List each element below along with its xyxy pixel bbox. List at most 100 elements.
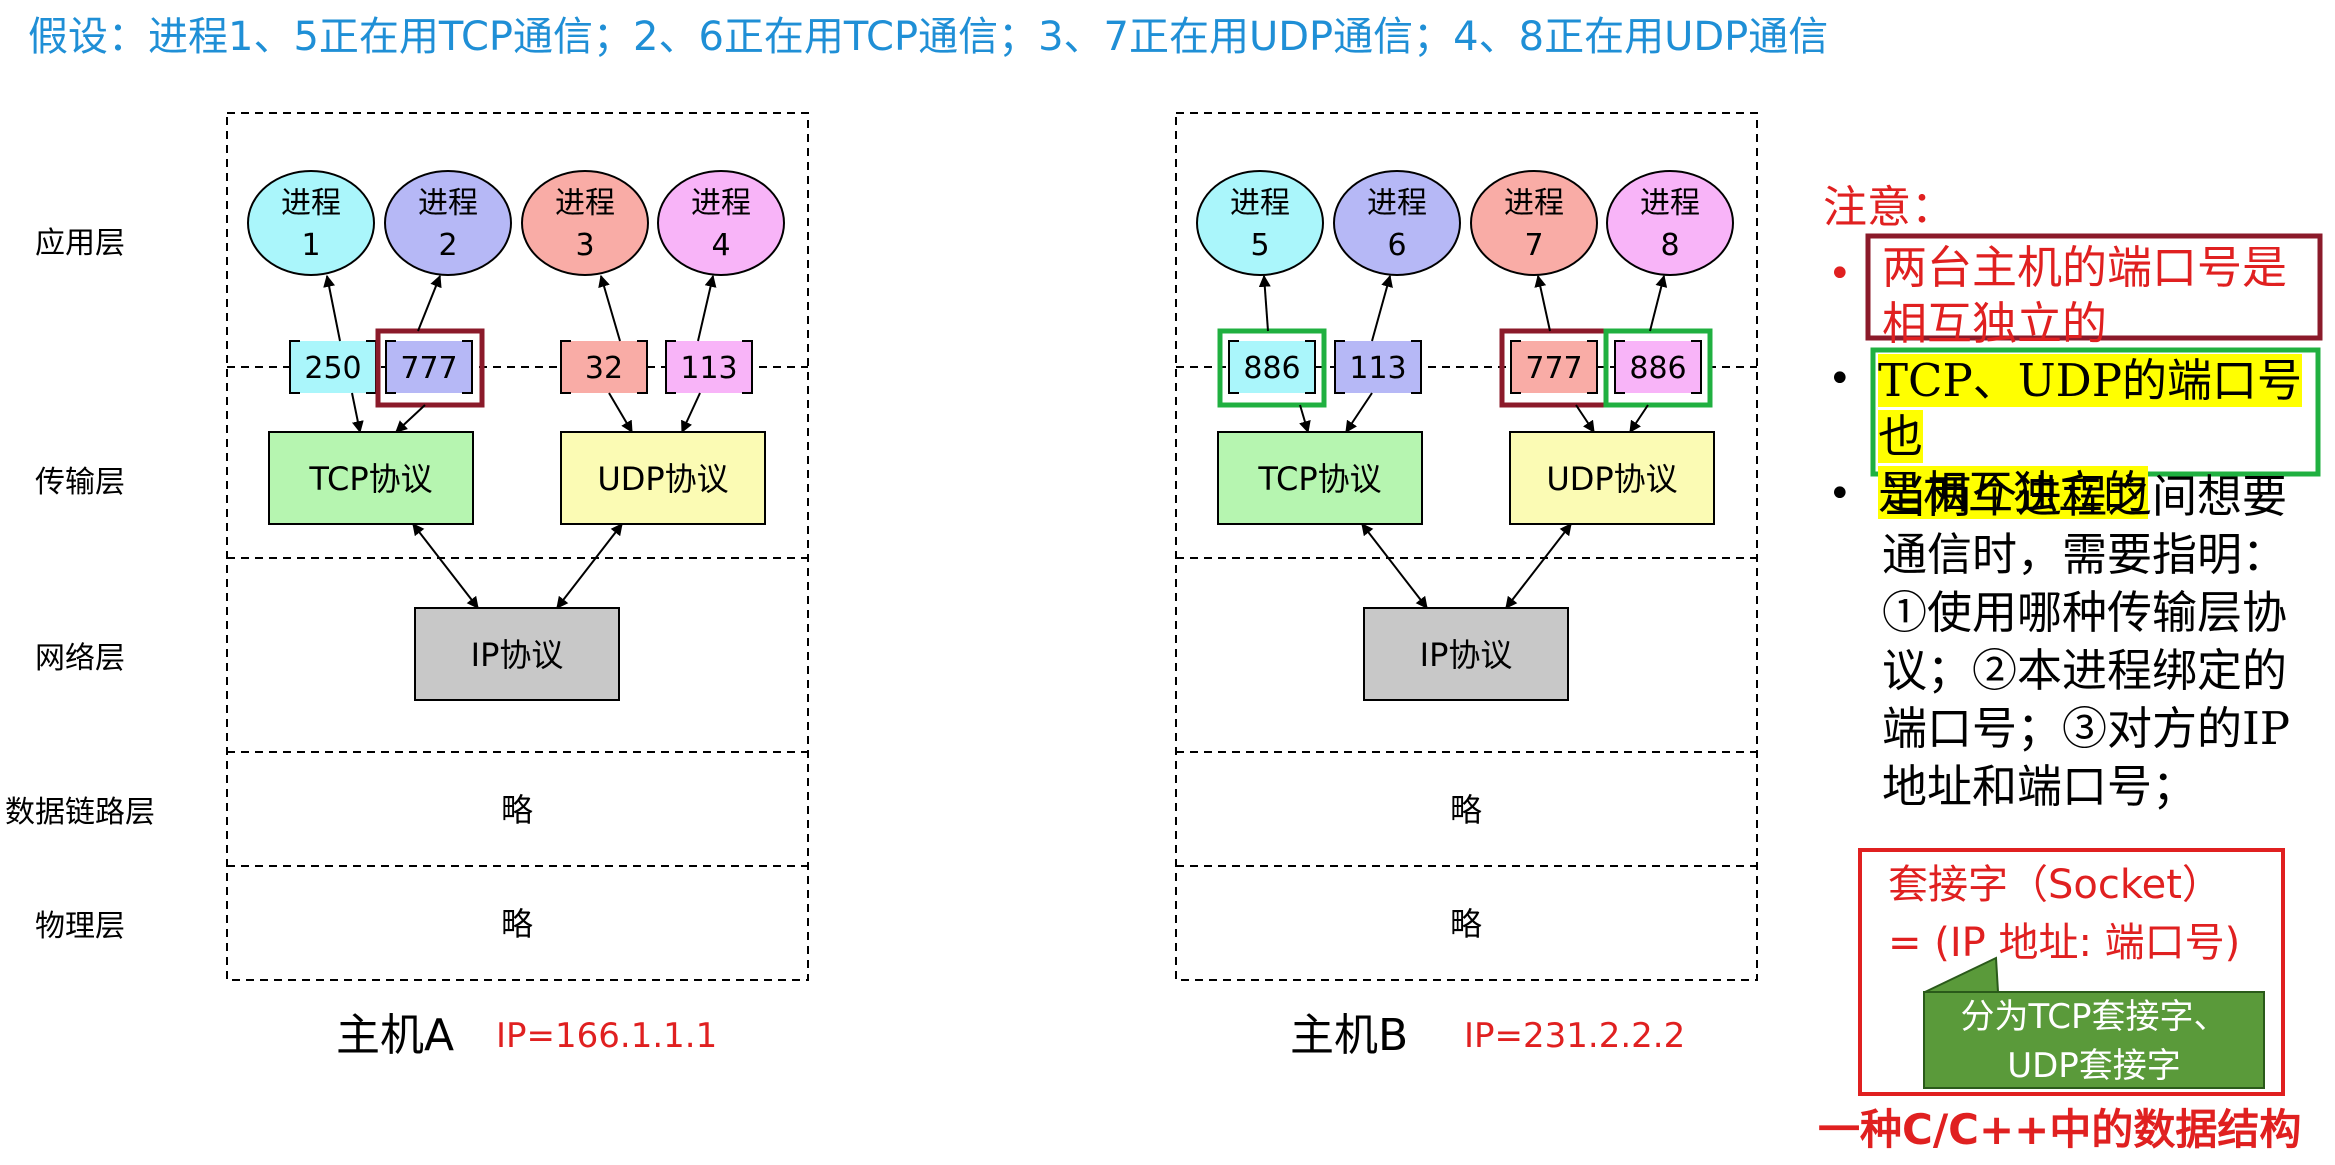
bullet1-text: 两台主机的端口号是 相互独立的 — [1882, 240, 2287, 352]
tcp-protocol-box — [1217, 431, 1423, 525]
arrow-tcp-ip — [412, 523, 479, 609]
process-label: 进程 — [418, 186, 478, 221]
bullet3-line: 端口号；③对方的IP — [1882, 702, 2291, 755]
bullet1-highlight-box — [1865, 233, 2323, 341]
process-number: 2 — [438, 228, 457, 263]
host-a-name: 主机A — [336, 1010, 454, 1061]
ip-protocol-label: IP协议 — [1420, 636, 1513, 674]
process-number: 6 — [1387, 228, 1406, 263]
process-1: 进程 1 — [247, 170, 375, 276]
datalink-placeholder: 略 — [501, 791, 533, 829]
arrow-port-to-process — [1371, 274, 1393, 342]
port-box — [290, 341, 376, 393]
host-b-arrows — [1258, 274, 1668, 609]
port-113: 113 — [665, 340, 753, 394]
process-ellipse — [657, 170, 785, 276]
arrow-port-to-protocol — [1575, 404, 1595, 433]
bullet2-highlight-span: 是相互独立的 — [1878, 466, 2149, 519]
bullet2-text: TCP、UDP的端口号也 是相互独立的 — [1878, 353, 2335, 521]
layer-label-transport: 传输层 — [35, 465, 125, 500]
process-label: 进程 — [281, 186, 341, 221]
arrow-port-to-process — [697, 274, 717, 342]
port-777: 777 — [385, 340, 473, 394]
port-brackets — [1228, 340, 1316, 394]
callout-box — [1923, 991, 2265, 1089]
udp-protocol-box — [560, 431, 766, 525]
process-number: 4 — [711, 228, 730, 263]
layer-label-network: 网络层 — [35, 641, 125, 676]
port-number: 886 — [1243, 351, 1300, 386]
process-ellipse — [1606, 170, 1734, 276]
process-7: 进程 7 — [1470, 170, 1598, 276]
process-label: 进程 — [691, 186, 751, 221]
process-number: 3 — [575, 228, 594, 263]
process-ellipse — [521, 170, 649, 276]
process-ellipse — [1470, 170, 1598, 276]
port-113: 113 — [1334, 340, 1422, 394]
port-886-tcp: 886 — [1228, 340, 1316, 394]
process-5: 进程 5 — [1196, 170, 1324, 276]
port-250: 250 — [289, 340, 377, 394]
host-a-border — [226, 112, 809, 981]
process-number: 7 — [1524, 228, 1543, 263]
host-a: 进程 1 进程 2 进程 3 进程 4 250 777 — [226, 112, 809, 1061]
port-brackets — [1614, 340, 1702, 394]
port-32: 32 — [560, 340, 648, 394]
socket-line2: = (IP 地址: 端口号) — [1888, 920, 2241, 966]
port-number: 113 — [680, 351, 737, 386]
port-number: 777 — [1525, 351, 1582, 386]
port-highlight-dark-red — [375, 328, 485, 408]
port-brackets — [560, 340, 648, 394]
udp-protocol-label: UDP协议 — [597, 460, 728, 498]
arrow-port-to-process — [323, 274, 341, 342]
process-8: 进程 8 — [1606, 170, 1734, 276]
bullet1-line2: 相互独立的 — [1882, 297, 2108, 350]
socket-line1: 套接字（Socket） — [1888, 862, 2222, 908]
host-a-ip: IP=166.1.1.1 — [496, 1016, 717, 1056]
process-2: 进程 2 — [384, 170, 512, 276]
process-number: 8 — [1660, 228, 1679, 263]
port-box — [386, 341, 472, 393]
callout-line2: UDP套接字 — [2007, 1046, 2181, 1086]
arrow-port-to-protocol — [1299, 404, 1311, 434]
layer-label-datalink: 数据链路层 — [5, 795, 155, 830]
port-box — [1511, 341, 1597, 393]
arrow-udp-ip — [556, 523, 623, 609]
bullet3-line: ①使用哪种传输层协 — [1882, 586, 2288, 639]
callout-line1: 分为TCP套接字、 — [1960, 997, 2227, 1037]
host-b-border — [1175, 112, 1758, 981]
bullet3-line: 通信时，需要指明： — [1882, 528, 2288, 581]
bullet2-line1: TCP、UDP的端口号也 — [1878, 353, 2335, 465]
datalink-placeholder: 略 — [1450, 791, 1482, 829]
process-ellipse — [384, 170, 512, 276]
arrow-port-to-process — [1534, 274, 1551, 332]
port-number: 886 — [1629, 351, 1686, 386]
port-number: 32 — [585, 351, 623, 386]
udp-protocol-box — [1509, 431, 1715, 525]
bullet-dot: • — [1828, 471, 1852, 517]
bullet-dot: • — [1828, 251, 1852, 297]
physical-placeholder: 略 — [1450, 905, 1482, 943]
layer-label-application: 应用层 — [35, 226, 125, 261]
port-number: 250 — [304, 351, 361, 386]
port-brackets — [1334, 340, 1422, 394]
process-ellipse — [1333, 170, 1461, 276]
udp-protocol-label: UDP协议 — [1546, 460, 1677, 498]
ip-protocol-box — [1363, 607, 1569, 701]
port-highlight-green — [1217, 328, 1327, 408]
process-label: 进程 — [1230, 186, 1290, 221]
process-number: 1 — [301, 228, 320, 263]
arrow-port-to-process — [1258, 274, 1271, 332]
arrow-udp-ip — [1505, 523, 1572, 609]
port-box — [1229, 341, 1315, 393]
footer-note: 一种C/C++中的数据结构 — [1818, 1105, 2301, 1154]
port-box — [666, 341, 752, 393]
bullet3-line: 地址和端口号； — [1882, 760, 2198, 813]
process-label: 进程 — [1367, 186, 1427, 221]
tcp-protocol-label: TCP协议 — [1257, 460, 1381, 498]
process-4: 进程 4 — [657, 170, 785, 276]
process-label: 进程 — [1504, 186, 1564, 221]
process-label: 进程 — [555, 186, 615, 221]
physical-placeholder: 略 — [501, 905, 533, 943]
